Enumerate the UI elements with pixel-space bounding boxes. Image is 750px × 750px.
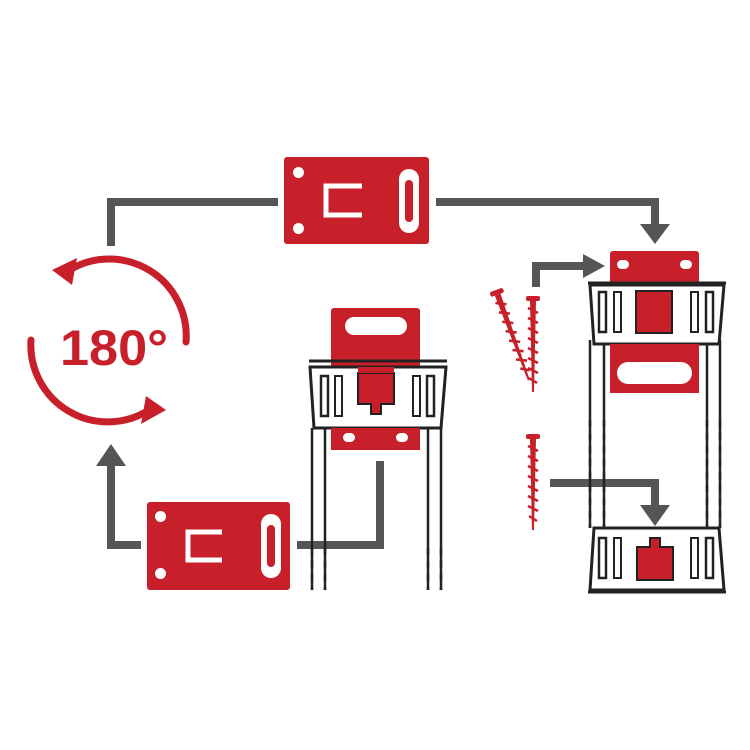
arrow-top-to-upper-clip: [436, 198, 659, 226]
rotation-label: 180°: [60, 320, 168, 376]
top-bracket-plate: [284, 157, 429, 244]
arrow-heads: [96, 224, 670, 526]
arrow-top-to-rotation: [107, 198, 278, 246]
right-lower-clip: [588, 526, 726, 594]
middle-mount-assembly: [308, 308, 448, 590]
arrow-bottom-to-rotation: [107, 462, 141, 549]
screw-icon: [489, 288, 540, 530]
rotate-180-icon: [27, 255, 190, 426]
bottom-bracket-plate: [147, 502, 290, 590]
right-upper-clip-assembly: [588, 251, 726, 528]
arrow-screw-to-lower-clip: [550, 479, 659, 507]
arrow-bottom-to-middle-clip: [297, 461, 384, 549]
arrow-screws-to-upper-clip: [532, 262, 585, 287]
